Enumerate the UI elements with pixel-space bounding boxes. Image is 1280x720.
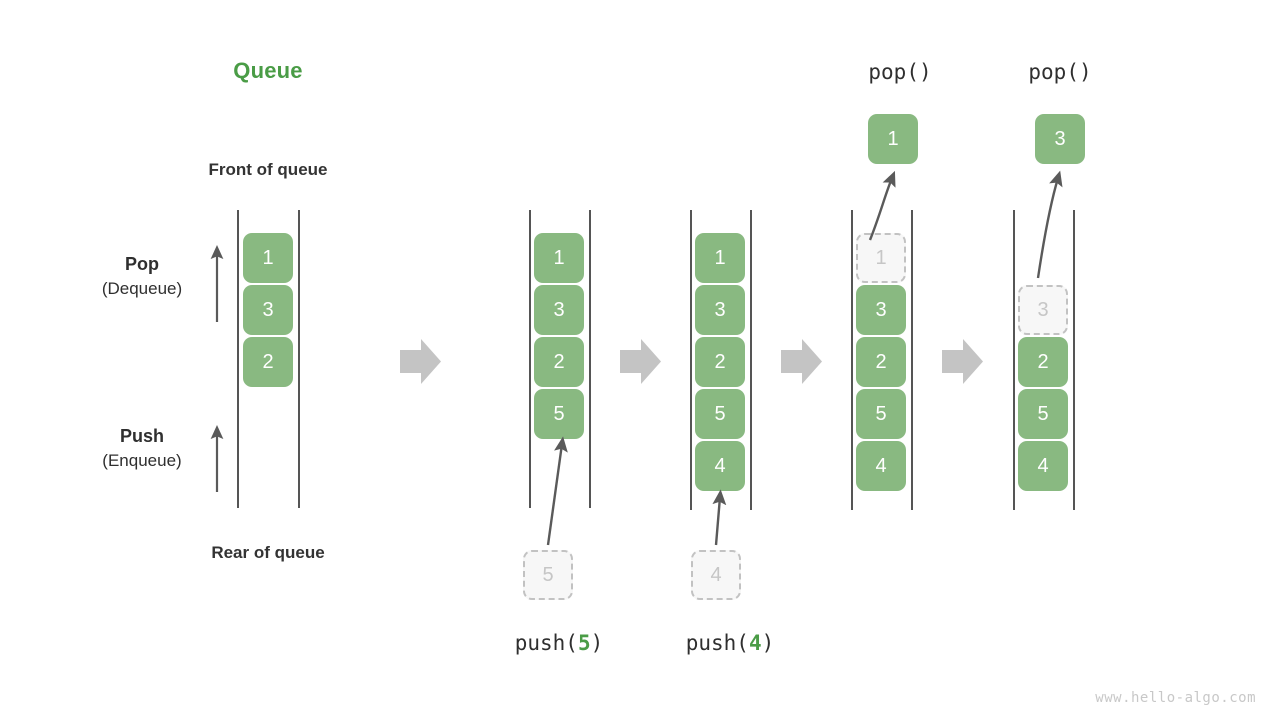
transition-arrow-3	[781, 339, 822, 384]
push-5-post: )	[590, 631, 604, 655]
push-5-label: push(5)	[459, 631, 659, 655]
push-4-insertion-arrow	[712, 489, 727, 546]
stage5-cell-3: 2	[1018, 337, 1068, 387]
stage4-popped-cell: 1	[868, 114, 918, 164]
stage4-rail-right	[911, 210, 913, 510]
stage1-cell-3: 2	[243, 337, 293, 387]
push-5-value: 5	[577, 631, 591, 655]
stage5-cell-4: 5	[1018, 389, 1068, 439]
stage3-cell-2: 3	[695, 285, 745, 335]
stage2-rail-left	[529, 210, 531, 508]
pop-label-2: pop()	[1028, 60, 1092, 84]
stage5-rail-left	[1013, 210, 1015, 510]
push-operation-label: Push (Enqueue)	[57, 424, 227, 474]
stage3-cell-5: 4	[695, 441, 745, 491]
push-label-sub: (Enqueue)	[102, 451, 182, 470]
transition-arrow-4	[942, 339, 983, 384]
pop-1-removal-arrow	[868, 170, 896, 241]
push-4-value: 4	[748, 631, 762, 655]
stage3-cell-1: 1	[695, 233, 745, 283]
push-4-label: push(4)	[630, 631, 830, 655]
stage3-cell-4: 5	[695, 389, 745, 439]
stage5-rail-right	[1073, 210, 1075, 510]
page-title: Queue	[233, 58, 303, 83]
stage2-incoming-ghost-cell: 5	[523, 550, 573, 600]
stage2-cell-3: 2	[534, 337, 584, 387]
stage5-ghost-cell: 3	[1018, 285, 1068, 335]
stage2-rail-right	[589, 210, 591, 508]
stage4-rail-left	[851, 210, 853, 510]
push-label-main: Push	[119, 426, 164, 446]
stage5-cell-5: 4	[1018, 441, 1068, 491]
push-4-pre: push(	[685, 631, 749, 655]
pop-label-1: pop()	[868, 60, 932, 84]
stage4-cell-2: 3	[856, 285, 906, 335]
stage3-rail-right	[750, 210, 752, 510]
stage4-ghost-cell: 1	[856, 233, 906, 283]
pop-operation-label: Pop (Dequeue)	[57, 252, 227, 302]
stage4-cell-3: 2	[856, 337, 906, 387]
rear-of-queue-label: Rear of queue	[211, 543, 325, 562]
stage4-cell-5: 4	[856, 441, 906, 491]
stage2-cell-1: 1	[534, 233, 584, 283]
stage1-cell-1: 1	[243, 233, 293, 283]
transition-arrow-1	[400, 339, 441, 384]
push-4-post: )	[761, 631, 775, 655]
pop-label-main: Pop	[125, 254, 159, 274]
stage1-rail-left	[237, 210, 239, 508]
stage5-popped-cell: 3	[1035, 114, 1085, 164]
stage2-cell-2: 3	[534, 285, 584, 335]
pop-label-sub: (Dequeue)	[101, 279, 183, 298]
stage3-rail-left	[690, 210, 692, 510]
transition-arrow-2	[620, 339, 661, 384]
push-5-pre: push(	[514, 631, 578, 655]
stage4-cell-4: 5	[856, 389, 906, 439]
stage1-cell-2: 3	[243, 285, 293, 335]
stage1-rail-right	[298, 210, 300, 508]
stage2-cell-4: 5	[534, 389, 584, 439]
front-of-queue-label: Front of queue	[208, 160, 328, 179]
push-5-insertion-arrow	[546, 436, 568, 546]
stage3-cell-3: 2	[695, 337, 745, 387]
pop-3-removal-arrow	[1036, 170, 1063, 279]
stage3-incoming-ghost-cell: 4	[691, 550, 741, 600]
watermark: www.hello-algo.com	[1095, 690, 1256, 706]
